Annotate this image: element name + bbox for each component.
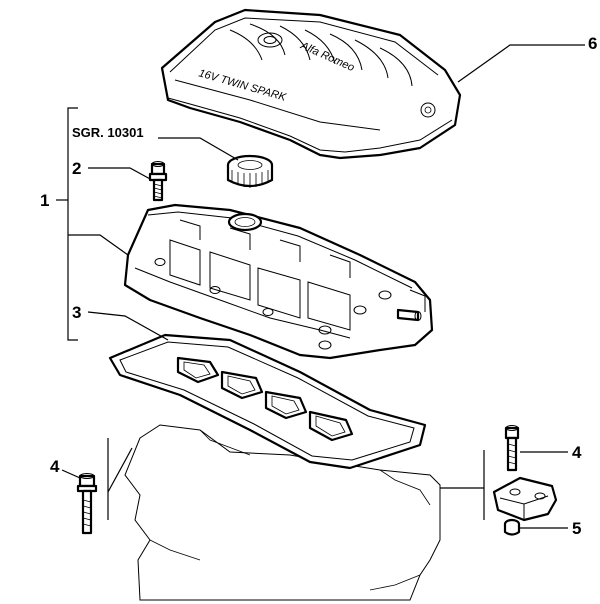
camshaft-housing: [123, 203, 434, 360]
bolt-top: [148, 161, 168, 202]
callout-bolt-left: 4: [50, 457, 60, 476]
callout-cover: 6: [588, 34, 597, 53]
cam-cover: Alfa Romeo 16V TWIN SPARK: [160, 8, 462, 160]
leader-lines: [56, 44, 585, 529]
callout-tool-ref: SGR. 10301: [72, 125, 144, 140]
bolt-left: [76, 473, 98, 535]
callout-bolt-top: 2: [72, 159, 81, 178]
cover-gasket: [108, 333, 427, 470]
callout-assembly: 1: [40, 191, 49, 210]
callout-nut: 5: [572, 519, 581, 538]
callout-bolt-right: 4: [572, 443, 582, 462]
nut: [503, 518, 521, 536]
bolt-right: [504, 425, 520, 472]
engine-head-outline: [124, 424, 441, 601]
bracket: [492, 476, 558, 522]
oil-filler-cap: [226, 154, 274, 188]
callout-gasket: 3: [72, 303, 81, 322]
